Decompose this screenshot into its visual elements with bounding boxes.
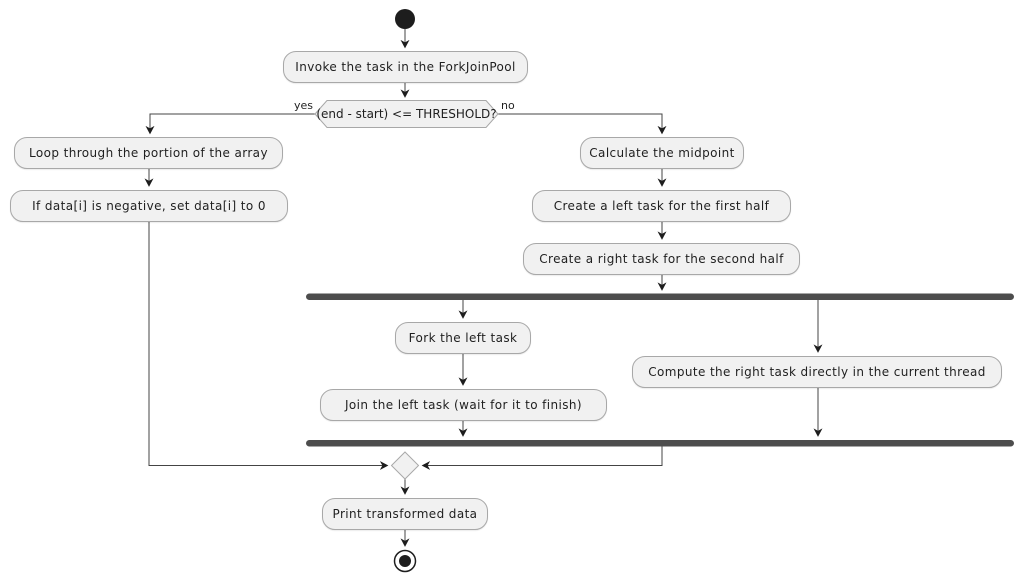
activity-invoke-task: Invoke the task in the ForkJoinPool xyxy=(283,51,528,83)
edge-joinbar-to-merge xyxy=(421,446,663,470)
activity-fork-left-task: Fork the left task xyxy=(395,322,531,354)
activity-compute-right-task: Compute the right task directly in the c… xyxy=(632,356,1002,388)
edge-setzero-to-merge xyxy=(148,222,389,470)
activity-set-zero: If data[i] is negative, set data[i] to 0 xyxy=(10,190,288,222)
join-bar xyxy=(306,440,1014,447)
end-node-dot xyxy=(399,555,411,567)
edge-decision-yes xyxy=(145,113,315,135)
activity-create-right-task: Create a right task for the second half xyxy=(523,243,800,275)
activity-print-data: Print transformed data xyxy=(322,498,488,530)
activity-calculate-midpoint: Calculate the midpoint xyxy=(580,137,744,169)
start-node xyxy=(395,9,415,29)
decision-label: (end - start) <= THRESHOLD? xyxy=(316,107,497,121)
decision-hexagon xyxy=(314,100,499,128)
branch-label-no: no xyxy=(501,99,515,112)
fork-bar xyxy=(306,293,1014,300)
activity-loop-array: Loop through the portion of the array xyxy=(14,137,283,169)
merge-diamond xyxy=(390,451,420,480)
edge-decision-no xyxy=(498,113,667,135)
activity-create-left-task: Create a left task for the first half xyxy=(532,190,791,222)
branch-label-yes: yes xyxy=(293,99,313,112)
activity-join-left-task: Join the left task (wait for it to finis… xyxy=(320,389,607,421)
